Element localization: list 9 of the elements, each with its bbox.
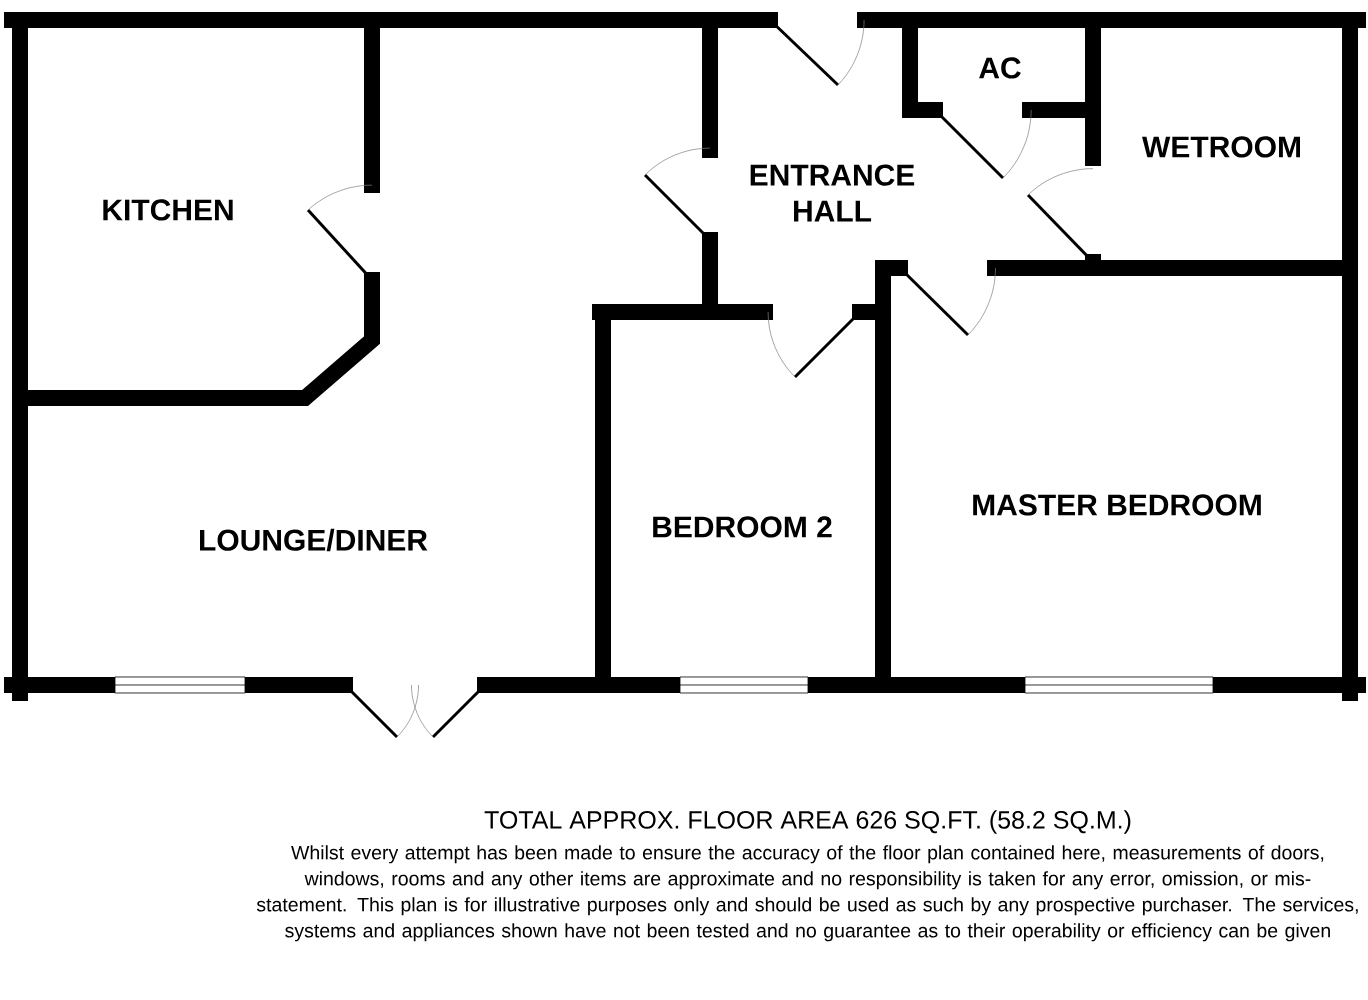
room-label: WETROOM <box>1142 136 1300 158</box>
title: TOTAL APPROX. FLOOR AREA 626 SQ.FT. (58.2 SQ.M.) <box>484 810 1131 834</box>
room-label: KITCHEN <box>103 199 233 221</box>
room-label: ENTRANCE HALL <box>750 164 915 222</box>
disclaimer-text: Whilst every attempt has been made to ensure the accuracy of the floor plan contained here, measurements of doors, windows, rooms and any other items are approximate and no responsibility is taken for any error, omission, or mis-statement. This plan is for illustrative purposes only and should be used as such by any prospective purchaser. The services, systems and appliances shown have not been tested and no guarantee as to their operability or efficiency can be given <box>256 845 1358 942</box>
room-label: MASTER BEDROOM <box>973 494 1261 516</box>
room-label: LOUNGE/DINER <box>200 528 428 552</box>
room-label: BEDROOM 2 <box>653 516 832 538</box>
room-label: AC <box>979 57 1021 79</box>
